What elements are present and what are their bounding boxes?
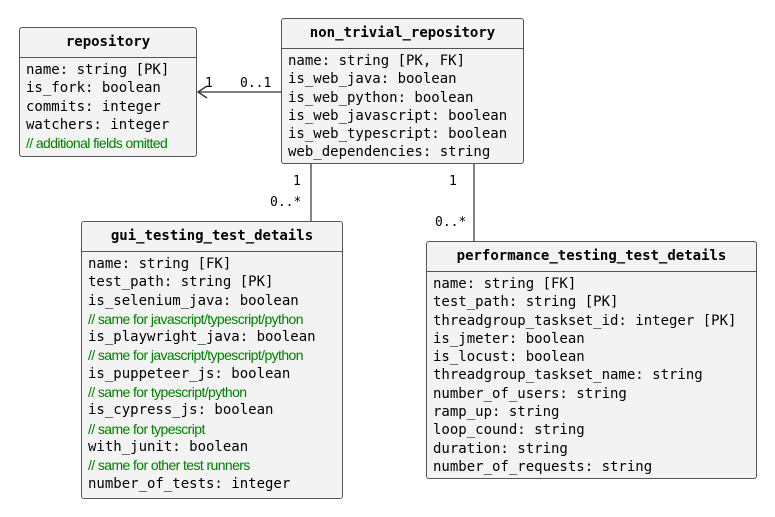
arrowhead-to-repository (196, 85, 208, 99)
entity-fields: name: string [FK]test_path: string [PK]i… (82, 252, 342, 493)
field-row: test_path: string [PK] (433, 294, 619, 311)
field-row: is_selenium_java: boolean (88, 292, 299, 309)
multiplicity-non-trivial-side: 0..1 (240, 76, 272, 91)
field-row: name: string [PK, FK] (288, 53, 466, 69)
field-row: is_locust: boolean (433, 349, 585, 366)
field-row: is_cypress_js: boolean (88, 402, 274, 419)
field-comment: // same for javascript/typescript/python (88, 310, 303, 327)
field-row: ramp_up: string (433, 404, 560, 421)
field-row: number_of_tests: integer (88, 475, 291, 492)
entity-fields: name: string [PK, FK] is_web_java: boolea… (282, 49, 523, 162)
entity-performance-testing-test-details: performance_testing_test_details name: s… (426, 241, 757, 479)
field-row: name: string [FK] (433, 276, 577, 292)
entity-gui-testing-test-details: gui_testing_test_details name: string [F… (81, 221, 343, 499)
field-row: number_of_requests: string (433, 458, 653, 475)
field-row: watchers: integer (26, 116, 170, 133)
field-row: web_dependencies: string (288, 144, 491, 161)
field-row: loop_cound: string (433, 422, 585, 439)
field-comment: // same for other test runners (88, 457, 250, 474)
field-row: is_jmeter: boolean (433, 330, 585, 347)
field-comment: // same for typescript/python (88, 384, 247, 401)
multiplicity-gui-target: 0..* (270, 195, 302, 210)
entity-title: gui_testing_test_details (82, 222, 342, 252)
multiplicity-repository-side: 1 (205, 76, 213, 91)
field-row: number_of_users: string (433, 385, 627, 402)
field-row: is_web_typescript: boolean (288, 126, 508, 143)
field-row: threadgroup_taskset_name: string (433, 367, 703, 384)
field-row: with_junit: boolean (88, 438, 249, 455)
entity-title: non_trivial_repository (282, 19, 523, 49)
multiplicity-performance-target: 0..* (435, 215, 467, 230)
multiplicity-non-trivial-gui-source: 1 (293, 174, 301, 189)
entity-title: repository (20, 28, 196, 58)
entity-repository: repository name: string [PK] is_fork: boo… (19, 27, 197, 157)
field-row: threadgroup_taskset_id: integer [PK] (433, 312, 737, 329)
field-row: is_puppeteer_js: boolean (88, 365, 291, 382)
entity-title: performance_testing_test_details (427, 242, 756, 272)
field-comment: // additional fields omitted (26, 135, 168, 152)
field-row: duration: string (433, 440, 568, 457)
field-row: is_fork: boolean (26, 80, 161, 97)
field-row: is_playwright_java: boolean (88, 329, 316, 346)
field-comment: // same for typescript (88, 420, 205, 437)
field-row: commits: integer (26, 98, 161, 115)
entity-fields: name: string [FK]test_path: string [PK]t… (427, 272, 756, 476)
field-row: is_web_java: boolean (288, 71, 457, 88)
field-row: name: string [FK] (88, 256, 232, 272)
field-row: is_web_python: boolean (288, 89, 474, 106)
field-row: name: string [PK] (26, 62, 170, 78)
field-comment: // same for javascript/typescript/python (88, 347, 303, 364)
field-row: test_path: string [PK] (88, 274, 274, 291)
field-row: is_web_javascript: boolean (288, 107, 508, 124)
entity-non-trivial-repository: non_trivial_repository name: string [PK,… (281, 18, 524, 164)
multiplicity-non-trivial-perf-source: 1 (449, 174, 457, 189)
